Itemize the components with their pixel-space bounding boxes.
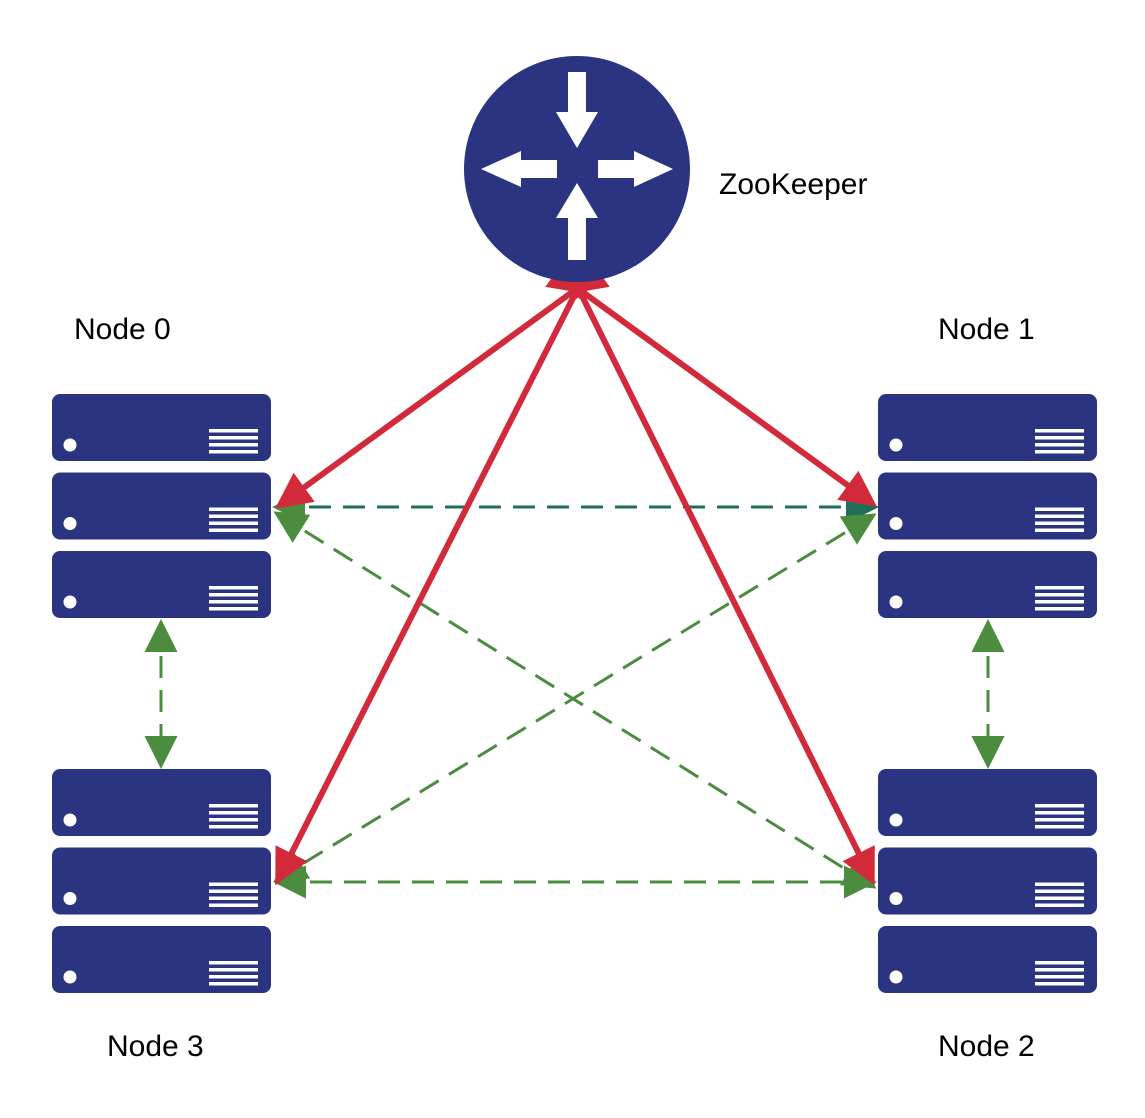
zookeeper-links [275,257,877,886]
server-unit [878,769,1097,836]
server-unit [52,769,271,836]
node-0-label: Node 0 [74,313,171,346]
node-2-label: Node 2 [938,1030,1035,1063]
node-1-server-rack-icon [878,394,1097,618]
node-2-server-rack-icon [878,769,1097,993]
node-1-label: Node 1 [938,313,1035,346]
zk-link-node0 [275,257,610,509]
node-3-label: Node 3 [107,1030,204,1063]
server-unit [52,472,271,540]
server-unit [878,847,1097,915]
zk-link-node2 [553,263,875,886]
server-unit [52,847,271,915]
server-unit [52,926,271,993]
zk-link-node3 [275,263,603,886]
server-unit [52,394,271,461]
node-3-server-rack-icon [52,769,271,993]
server-unit [878,926,1097,993]
server-unit [878,551,1097,618]
server-unit [878,394,1097,461]
zk-link-node1 [545,257,877,507]
node-0-server-rack-icon [52,394,271,618]
peer-links [144,490,1005,899]
router-icon [464,56,690,282]
server-unit [878,472,1097,540]
zookeeper: ZooKeeper [464,56,867,282]
server-unit [52,551,271,618]
zookeeper-label: ZooKeeper [719,168,867,201]
